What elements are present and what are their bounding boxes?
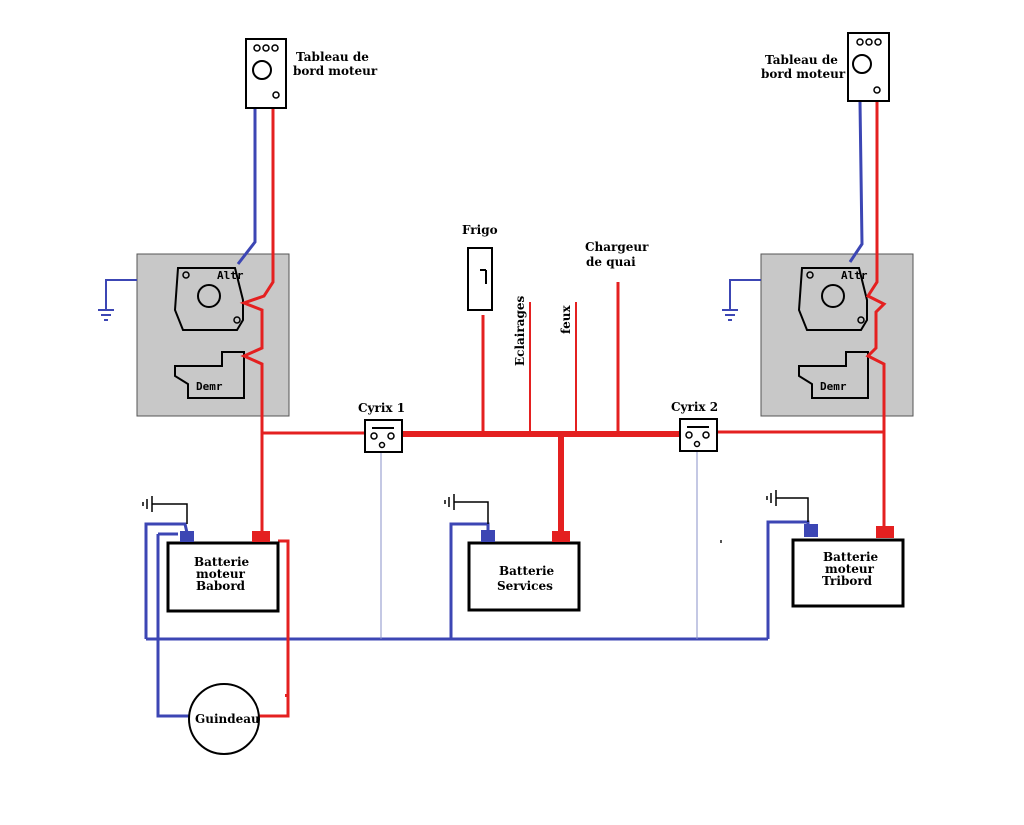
positive-terminal [252,531,270,542]
ground-icon [722,279,761,321]
engine-left: Altr Demr [98,253,290,417]
battery-label: Batterie [499,564,555,578]
battery-service: Batterie Services [467,530,581,612]
battery-label: moteur [196,567,246,581]
dashboard-label: Tableau de [765,53,838,67]
ground-icon [98,279,137,321]
relay-2-label: Cyrix 2 [671,400,718,414]
alternator-label: Altr [217,269,244,282]
ground-icon [766,490,809,522]
lighting-label: Eclairages [513,296,527,366]
negative-terminal [804,524,818,537]
engine-right: Altr Demr [722,253,914,417]
negative-wiring [144,101,864,718]
relay-1-label: Cyrix 1 [358,401,405,415]
relay-1: Cyrix 1 [358,401,405,453]
positive-terminal [552,531,570,542]
negative-terminal [481,530,495,542]
positive-terminal [876,526,894,538]
stray-mark [285,694,287,697]
battery-label: Batterie [194,555,250,569]
battery-port: Batterie moteur Babord [166,531,280,613]
starter-icon [174,351,245,399]
stray-mark [720,540,722,543]
windlass-label: Guindeau [195,712,260,726]
dashboard-left: Tableau de bord moteur [245,38,378,109]
fridge-label: Frigo [462,223,498,237]
charger-label: de quai [586,255,636,269]
battery-label: Tribord [822,574,873,588]
dashboard-right: Tableau de bord moteur [761,32,890,102]
battery-label: moteur [825,562,875,576]
fridge: Frigo [462,223,498,311]
starter-icon [798,351,869,399]
dashboard-label: bord moteur [293,64,378,78]
dashboard-label: bord moteur [761,67,846,81]
ground-icon [444,494,489,524]
alternator-label: Altr [841,269,868,282]
dashboard-label: Tableau de [296,50,369,64]
positive-wiring [239,102,887,718]
negative-terminal [180,531,194,542]
relay-2: Cyrix 2 [671,400,718,452]
starter-label: Demr [820,380,847,393]
battery-label: Services [497,579,553,593]
battery-label: Batterie [823,550,879,564]
starter-label: Demr [196,380,223,393]
lights-label: feux [559,304,573,334]
windlass: Guindeau [188,683,260,755]
battery-label: Babord [196,579,246,593]
ground-icon [142,496,188,524]
battery-starboard: Batterie moteur Tribord [791,524,905,608]
charger-label: Chargeur [585,240,649,254]
